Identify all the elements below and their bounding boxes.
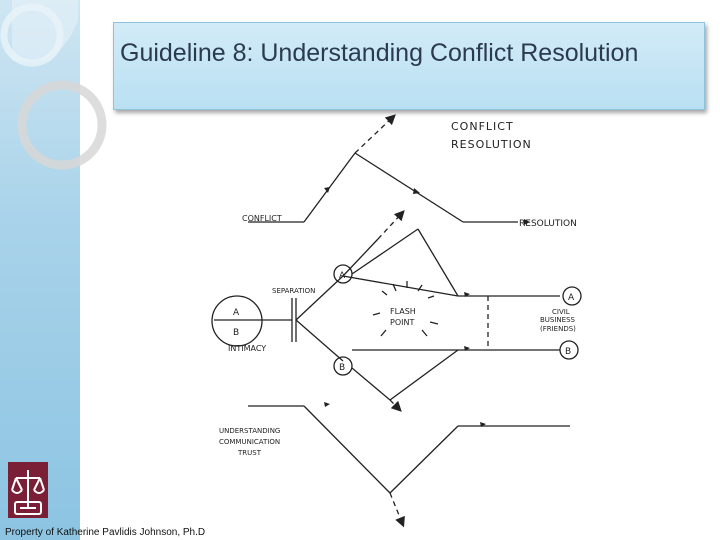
conflict-label: CONFLICT [242,214,282,223]
separation-label: SEPARATION [272,287,315,295]
footer-attribution: Property of Katherine Pavlidis Johnson, … [5,527,205,538]
upper-escalate-line [343,239,378,276]
logo [8,462,48,518]
civil-line3: (FRIENDS) [540,325,576,333]
understanding-recovery-line [390,426,458,493]
conflict-descend-line [355,153,463,222]
scales-of-justice-icon [8,462,48,518]
decorative-rings [0,0,120,200]
understanding-fall-line [304,406,390,493]
node-a-right-label: A [568,293,575,303]
upper-escalate-dashed [378,212,403,239]
flow-arrowheads [324,187,530,427]
flash-line2: POINT [390,318,414,327]
understanding-line1: UNDERSTANDING [219,427,280,435]
understanding-line2: COMMUNICATION [219,438,280,446]
split-lower-line [296,320,343,361]
upper-calm-line [352,229,418,274]
resolution-label: RESOLUTION [519,219,577,229]
intimacy-label: INTIMACY [228,344,266,353]
split-upper-line [296,276,343,320]
flash-line1: FLASH [390,307,416,316]
upper-fall-line [418,229,458,296]
lower-rise-line [390,350,458,400]
conflict-escalate-dashed [355,116,394,153]
node-b-right-label: B [565,347,571,357]
civil-line1: CIVIL [552,308,570,316]
civil-line2: BUSINESS [540,316,576,324]
understanding-dip-dashed [390,493,403,525]
node-b-lower-label: B [339,363,345,373]
node-a-upper-label: A [339,271,346,281]
understanding-line3: TRUST [237,449,262,457]
heading-line1: CONFLICT [451,120,514,133]
conflict-resolution-diagram: CONFLICT RESOLUTION CONFLICT RESOLUTION … [200,108,620,532]
intimacy-circle [212,296,262,346]
heading-line2: RESOLUTION [451,138,532,151]
lower-fall-line [352,368,390,400]
intimacy-node-b: B [233,328,239,338]
title-box: Guideline 8: Understanding Conflict Reso… [113,22,705,110]
slide-title: Guideline 8: Understanding Conflict Reso… [120,37,694,69]
lower-dip-dashed [390,400,400,410]
intimacy-node-a: A [233,308,240,318]
upper-outer-line [343,276,458,296]
